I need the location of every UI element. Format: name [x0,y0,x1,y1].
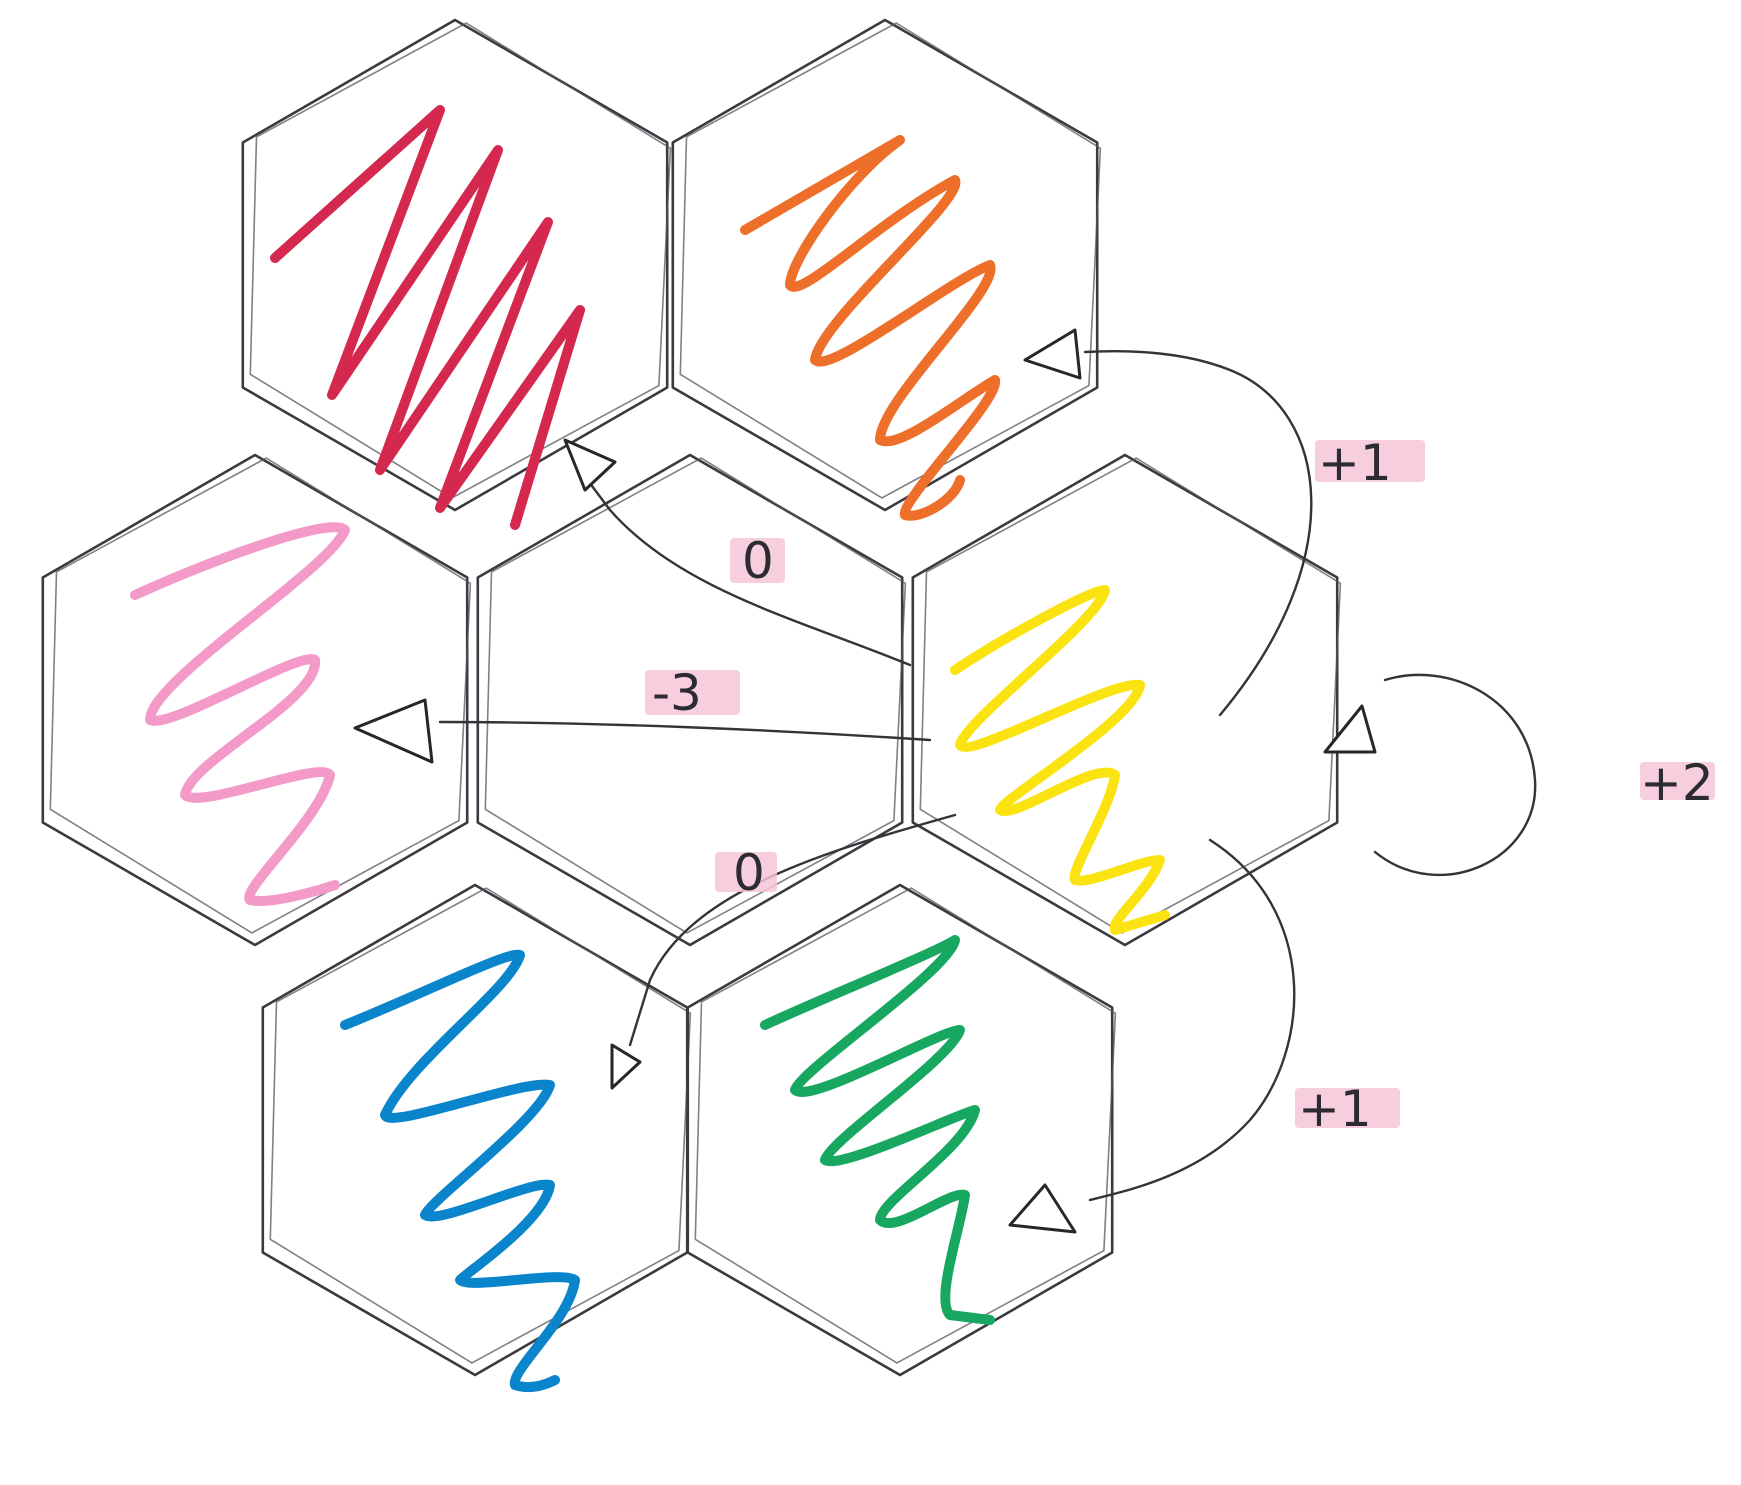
hexagon-orange [671,18,1099,512]
hexagon-green [686,883,1114,1377]
hexagon-blue-sketch [269,887,692,1364]
hexagon-yellow [911,453,1339,947]
label-to-orange-highlight [1315,440,1425,482]
label-to-green-group: +1 [1295,1080,1400,1138]
hexagon-grid [41,18,1342,1377]
arrow-to-orange-line [1083,349,1313,717]
hexagon-blue [261,883,689,1377]
yellow-scribble [950,585,1170,935]
label-to-blue: 0 [733,844,765,902]
label-to-red-highlight [730,538,785,583]
label-to-red: 0 [742,532,774,590]
pink-scribble [130,522,350,906]
blue-scribble [340,949,580,1393]
hexagon-red [241,18,669,512]
arrow-to-blue-head [610,1043,642,1090]
label-to-green-highlight [1295,1088,1400,1128]
label-self-loop-group: +2 [1640,754,1715,812]
arrow-to-red-head [563,438,617,492]
scribbles [130,105,1170,1393]
label-to-red-group: 0 [730,532,785,590]
label-to-blue-highlight [715,852,777,892]
hexagon-orange-sketch [679,22,1102,499]
label-to-pink: -3 [652,664,702,722]
self-loop-head [1323,704,1377,754]
arrow-to-red-line [578,468,912,667]
arrow-to-green-head [1008,1183,1077,1234]
arrow-to-pink-head [353,698,434,764]
label-self-loop-highlight [1640,762,1715,800]
arrow-to-orange-head [1023,328,1082,380]
label-to-pink-highlight [645,670,740,715]
labels: 0 -3 0 +1 +1 +2 [645,434,1715,1138]
self-loop-line [1373,673,1537,877]
arrows [353,328,1537,1234]
hexagon-center [476,453,904,947]
orange-scribble [740,135,1000,521]
hexagon-green-sketch [694,887,1117,1364]
arrow-to-pink-line [438,720,932,742]
label-to-pink-group: -3 [645,664,740,722]
hexagon-center-sketch [484,457,907,934]
green-scribble [760,935,995,1325]
label-to-blue-group: 0 [715,844,777,902]
arrow-to-green-line [1088,838,1296,1202]
hexagon-pink [41,453,469,947]
label-to-orange-group: +1 [1315,434,1425,492]
hexagon-pink-sketch [49,457,472,934]
label-to-green: +1 [1298,1080,1372,1138]
red-scribble [270,105,585,530]
label-self-loop: +2 [1640,754,1714,812]
label-to-orange: +1 [1318,434,1392,492]
